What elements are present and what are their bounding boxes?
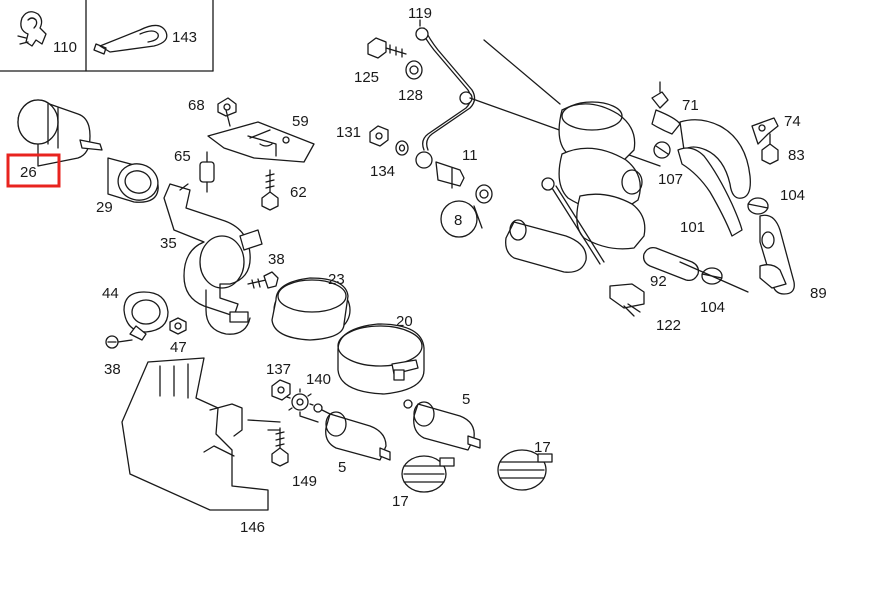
label-134: 134 xyxy=(370,163,395,180)
label-104a: 104 xyxy=(780,187,805,204)
label-17b: 17 xyxy=(534,439,551,456)
highlight-box-26 xyxy=(6,153,61,188)
part-5-pump-right xyxy=(403,399,481,451)
label-20: 20 xyxy=(396,313,413,330)
label-5b: 5 xyxy=(462,391,470,408)
label-140: 140 xyxy=(306,371,331,388)
part-101-hose xyxy=(677,147,743,237)
label-125: 125 xyxy=(354,69,379,86)
label-119: 119 xyxy=(408,5,432,22)
label-38a: 38 xyxy=(268,251,285,268)
label-26: 26 xyxy=(20,164,37,181)
part-65-valve xyxy=(199,151,215,193)
label-68: 68 xyxy=(188,97,205,114)
label-23: 23 xyxy=(328,271,345,288)
part-5-pump-left xyxy=(313,403,391,461)
label-149: 149 xyxy=(292,473,317,490)
part-104-clamp-upper xyxy=(747,197,769,215)
label-38b: 38 xyxy=(104,361,121,378)
part-149-screw xyxy=(267,427,289,467)
part-125-bolt xyxy=(367,37,407,59)
part-107-clamp xyxy=(653,141,671,159)
label-122: 122 xyxy=(656,317,681,334)
part-17-clamp-left xyxy=(401,455,455,493)
part-131-nut xyxy=(369,125,389,147)
part-47-nut xyxy=(169,317,187,335)
label-89: 89 xyxy=(810,285,827,302)
part-44-clamp xyxy=(123,291,169,341)
part-23-sleeve xyxy=(271,277,351,341)
label-35: 35 xyxy=(160,235,177,252)
part-8-callout xyxy=(440,200,483,238)
part-128-washer xyxy=(405,60,423,80)
part-146-cover xyxy=(121,357,269,511)
label-5a: 5 xyxy=(338,459,346,476)
label-59: 59 xyxy=(292,113,309,130)
part-17-clamp-right xyxy=(497,449,553,491)
label-101: 101 xyxy=(680,219,705,236)
leader-lines xyxy=(247,39,749,423)
label-11: 11 xyxy=(462,147,478,164)
label-131: 131 xyxy=(336,124,361,141)
part-11-fitting xyxy=(415,151,493,204)
label-104b: 104 xyxy=(700,299,725,316)
part-83-screw xyxy=(761,133,779,165)
part-29-sleeve xyxy=(107,157,159,203)
label-44: 44 xyxy=(102,285,119,302)
clip-110-drawing xyxy=(17,11,47,47)
part-hose-upper xyxy=(679,119,751,199)
part-38-screw-lower xyxy=(105,335,133,349)
label-29: 29 xyxy=(96,199,113,216)
label-83: 83 xyxy=(788,147,805,164)
part-134-washer xyxy=(395,140,409,156)
label-65: 65 xyxy=(174,148,191,165)
part-35-strap-bracket xyxy=(163,183,263,335)
label-47: 47 xyxy=(170,339,187,356)
part-74-bracket xyxy=(751,117,779,145)
label-110: 110 xyxy=(53,39,77,56)
label-71: 71 xyxy=(682,97,699,114)
central-pump-assembly xyxy=(505,101,646,273)
part-59-bracket xyxy=(207,109,315,163)
part-38-screw-upper xyxy=(247,271,279,289)
part-26-accumulator xyxy=(17,99,103,167)
label-146: 146 xyxy=(240,519,265,536)
part-71-connector xyxy=(651,81,681,135)
inset-panel: 110 143 xyxy=(0,0,214,72)
part-122-sender xyxy=(609,283,645,317)
strap-143-drawing xyxy=(93,24,168,55)
part-140-star-washer xyxy=(286,388,314,416)
label-128: 128 xyxy=(398,87,423,104)
part-68-nut xyxy=(217,97,237,117)
label-74: 74 xyxy=(784,113,801,130)
label-107: 107 xyxy=(658,171,683,188)
part-89-hose xyxy=(759,214,795,295)
label-62: 62 xyxy=(290,184,307,201)
part-62-screw xyxy=(261,169,279,211)
label-8: 8 xyxy=(454,212,462,229)
label-17a: 17 xyxy=(392,493,409,510)
label-92: 92 xyxy=(650,273,667,290)
label-143: 143 xyxy=(172,29,197,46)
part-137-nut xyxy=(271,379,291,401)
label-137: 137 xyxy=(266,361,291,378)
part-20-fuel-filter xyxy=(337,323,425,395)
part-92-hose xyxy=(642,246,700,282)
